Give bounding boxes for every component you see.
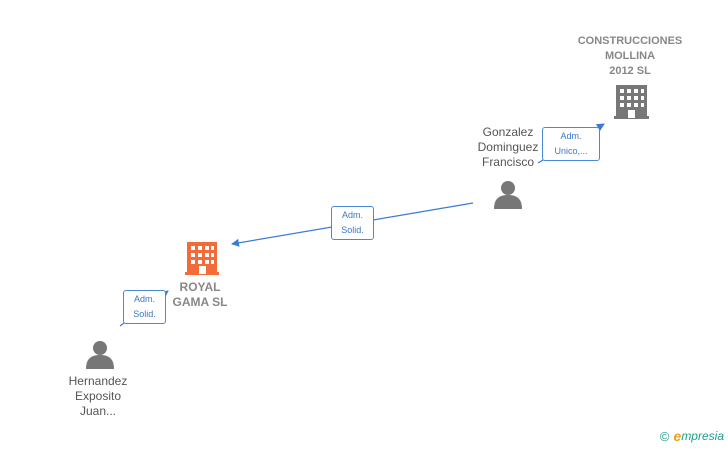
copyright-icon: © — [659, 428, 670, 444]
relation-label-gonzalez-construcciones[interactable]: Adm. Unico,... — [542, 127, 600, 161]
person-label-gonzalez[interactable]: Gonzalez Dominguez Francisco — [477, 125, 539, 169]
company-label-construcciones[interactable]: CONSTRUCCIONES MOLLINA 2012 SL — [577, 35, 683, 77]
brand-logo-e: e — [673, 428, 682, 444]
person-label-hernandez[interactable]: Hernandez Exposito Juan... — [68, 374, 128, 418]
person-icon[interactable] — [494, 181, 522, 209]
company-label-royal[interactable]: ROYAL GAMA SL — [172, 280, 228, 309]
building-icon[interactable] — [614, 85, 649, 119]
person-icon[interactable] — [86, 341, 114, 369]
building-icon[interactable] — [185, 242, 219, 275]
empresia-watermark: © e mpresia — [660, 428, 724, 444]
relation-label-hernandez-royal[interactable]: Adm. Solid. — [123, 290, 166, 324]
brand-name: mpresia — [681, 429, 724, 443]
relation-label-gonzalez-royal[interactable]: Adm. Solid. — [331, 206, 374, 240]
